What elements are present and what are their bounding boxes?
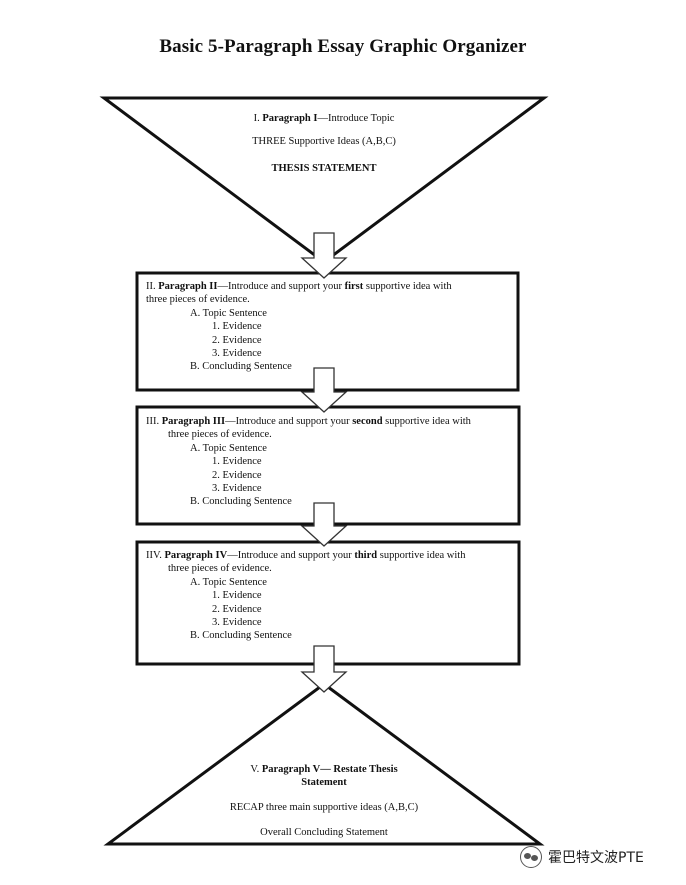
evidence-item: 1. Evidence [212,590,262,602]
arrow-3 [300,502,348,547]
concluding-sentence: B. Concluding Sentence [190,496,292,508]
paragraph-3-label: Paragraph III [161,416,226,427]
topic-sentence: A. Topic Sentence [190,576,267,588]
watermark: 霍巴特文波PTE [520,846,644,868]
paragraph-2-text: II. Paragraph II—Introduce and support y… [146,281,452,373]
arrow-2 [300,367,348,413]
evidence-item: 3. Evidence [212,348,262,360]
intro-label: Paragraph I [262,113,318,124]
concluding-sentence: B. Concluding Sentence [190,361,292,373]
recap-ideas: RECAP three main supportive ideas (A,B,C… [229,802,419,813]
page-title: Basic 5-Paragraph Essay Graphic Organize… [159,36,527,57]
overall-concluding-statement: Overall Concluding Statement [260,827,388,838]
conclusion-text: V. Paragraph V— Restate Thesis Statement… [204,763,444,839]
evidence-item: 2. Evidence [212,469,262,481]
ordinal-first: first [344,281,364,292]
paragraph-2-label: Paragraph II [158,281,218,292]
concluding-sentence: B. Concluding Sentence [190,630,292,642]
topic-sentence: A. Topic Sentence [190,307,267,319]
evidence-item: 3. Evidence [212,617,262,629]
intro-triangle [99,96,549,264]
evidence-item: 1. Evidence [212,321,262,333]
thesis-statement: THESIS STATEMENT [271,163,377,174]
ordinal-third: third [354,550,378,561]
intro-supportive-ideas: THREE Supportive Ideas (A,B,C) [252,136,396,147]
ordinal-second: second [352,416,383,427]
conclusion-triangle [103,682,545,846]
evidence-item: 2. Evidence [212,603,262,615]
arrow-1 [300,232,348,279]
evidence-item: 2. Evidence [212,334,262,346]
watermark-text: 霍巴特文波PTE [548,850,644,866]
intro-heading: I. Paragraph I—Introduce Topic [253,113,395,124]
paragraph-4-label: Paragraph IV [164,550,228,561]
wechat-icon [520,846,542,868]
intro-text: I. Paragraph I—Introduce Topic THREE Sup… [204,112,444,175]
conclusion-heading: V. Paragraph V— Restate Thesis [250,764,398,775]
arrow-4 [300,645,348,693]
paragraph-4-text: IIV. Paragraph IV—Introduce and support … [146,550,466,642]
conclusion-label: Paragraph V [261,764,321,775]
paragraph-3-text: III. Paragraph III—Introduce and support… [146,416,471,508]
evidence-item: 1. Evidence [212,456,262,468]
evidence-item: 3. Evidence [212,483,262,495]
topic-sentence: A. Topic Sentence [190,442,267,454]
paragraph-4-box [135,540,521,666]
